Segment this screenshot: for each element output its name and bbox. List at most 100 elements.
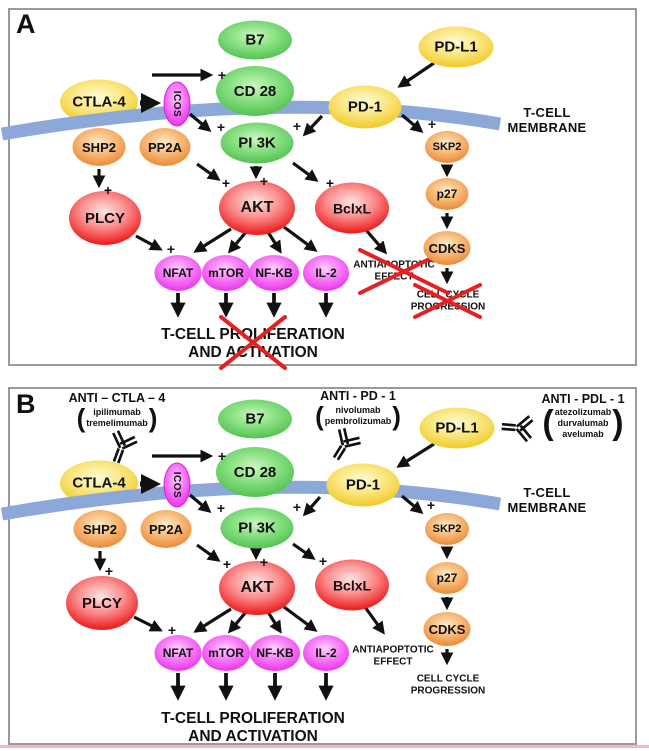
plus-sign: + xyxy=(259,173,269,189)
paren-close: ) xyxy=(612,404,624,442)
paren-close: ) xyxy=(148,403,158,433)
node-mtor-a: mTOR xyxy=(202,255,250,291)
node-icos-b: ICOS xyxy=(163,462,191,508)
node-label: AKT xyxy=(240,199,274,216)
node-ctla4-a: CTLA-4 xyxy=(60,79,138,125)
paren-close: ) xyxy=(392,401,401,431)
drug-name: nivolumab xyxy=(335,405,381,415)
node-skp2-b: SKP2 xyxy=(425,513,469,545)
node-label: p27 xyxy=(436,187,458,201)
antiapoptotic-effect-a: ANTIAPOPTOTIC EFFECT xyxy=(353,260,434,283)
node-bclxl-b: BclxL xyxy=(315,559,389,611)
node-mtor-b: mTOR xyxy=(202,635,250,671)
membrane-line1: T-CELL xyxy=(523,105,571,120)
node-b7-a: B7 xyxy=(218,20,292,60)
figure-bottom-edge xyxy=(0,745,649,748)
membrane-line2: MEMBRANE xyxy=(507,500,587,515)
node-label: IL-2 xyxy=(315,646,337,660)
plus-sign: + xyxy=(292,499,302,515)
cell-cycle-progression-b: CELL CYCLE PROGRESSION xyxy=(411,674,485,697)
node-cd28-a: CD 28 xyxy=(216,66,294,116)
node-shp2-b: SHP2 xyxy=(73,510,127,548)
node-label: NF-KB xyxy=(255,266,293,280)
node-nfat-a: NFAT xyxy=(154,255,202,291)
node-label: PLCY xyxy=(81,594,122,612)
node-label: BclxL xyxy=(332,577,372,593)
node-label: CDKS xyxy=(428,621,466,637)
node-il2-b: IL-2 xyxy=(303,635,349,671)
node-nfkb-b: NF-KB xyxy=(250,635,300,671)
membrane-line1: T-CELL xyxy=(523,485,571,500)
plus-sign: + xyxy=(104,563,114,579)
node-label: mTOR xyxy=(208,646,244,660)
anti-ctla4-title: ANTI – CTLA – 4 xyxy=(68,391,166,405)
outcome-line: PROGRESSION xyxy=(410,301,486,312)
node-label: SKP2 xyxy=(432,523,462,535)
outcome-line: AND ACTIVATION xyxy=(188,728,318,745)
node-label: NFAT xyxy=(162,266,194,280)
cell-cycle-progression-a: CELL CYCLE PROGRESSION xyxy=(411,290,485,313)
node-label: ICOS xyxy=(171,471,183,499)
node-label: CDKS xyxy=(428,240,466,256)
node-nfat-b: NFAT xyxy=(154,635,202,671)
node-label: CTLA-4 xyxy=(72,474,126,492)
plus-sign: + xyxy=(103,182,113,198)
node-label: BclxL xyxy=(332,200,372,216)
plus-sign: + xyxy=(217,67,227,83)
plus-sign: + xyxy=(325,175,335,191)
node-pi3k-a: PI 3K xyxy=(220,122,294,164)
node-cdks-b: CDKS xyxy=(423,612,471,646)
plus-sign: + xyxy=(427,116,437,132)
node-akt-b: AKT xyxy=(219,561,295,615)
node-skp2-a: SKP2 xyxy=(425,131,469,163)
anti-ctla4-annotation: ANTI – CTLA – 4 ( ipilimumab tremelimuma… xyxy=(69,391,166,431)
outcome-line: T-CELL PROLIFERATION xyxy=(161,326,345,343)
membrane-label-b: T-CELL MEMBRANE xyxy=(508,485,587,515)
outcome-line: PROGRESSION xyxy=(410,685,486,696)
node-label: B7 xyxy=(245,31,265,49)
node-label: CD 28 xyxy=(233,463,277,481)
anti-pd1-annotation: ANTI - PD - 1 ( nivolumab pembrolizumab … xyxy=(315,389,401,429)
plus-sign: + xyxy=(318,553,328,569)
node-b7-b: B7 xyxy=(218,399,292,439)
node-label: SHP2 xyxy=(83,521,117,537)
node-label: NFAT xyxy=(162,646,194,660)
node-label: CD 28 xyxy=(233,82,277,100)
node-shp2-a: SHP2 xyxy=(72,128,126,166)
plus-sign: + xyxy=(426,497,436,513)
antiapoptotic-effect-b: ANTIAPOPTOTIC EFFECT xyxy=(352,645,433,668)
node-label: PI 3K xyxy=(238,134,276,152)
node-label: PD-1 xyxy=(345,476,381,494)
outcome-line: CELL CYCLE xyxy=(416,673,480,685)
node-label: NF-KB xyxy=(256,646,294,660)
node-label: SHP2 xyxy=(82,139,116,155)
node-bclxl-a: BclxL xyxy=(315,182,389,234)
node-label: PD-L1 xyxy=(435,419,479,437)
node-pdl1-b: PD-L1 xyxy=(419,407,495,449)
drug-name: pembrolizumab xyxy=(324,416,392,426)
node-pd1-a: PD-1 xyxy=(328,85,402,129)
node-p27-b: p27 xyxy=(425,562,469,594)
node-label: PP2A xyxy=(149,521,183,537)
node-p27-a: p27 xyxy=(425,178,469,210)
plus-sign: + xyxy=(167,622,177,638)
panel-a-label: A xyxy=(16,9,36,39)
panel-b-label: B xyxy=(16,389,36,419)
node-label: CTLA-4 xyxy=(72,93,126,111)
node-cd28-b: CD 28 xyxy=(216,447,294,497)
node-label: AKT xyxy=(240,579,274,596)
node-label: IL-2 xyxy=(315,266,337,280)
node-label: PD-L1 xyxy=(434,38,478,56)
node-label: SKP2 xyxy=(432,141,462,153)
outcome-line: EFFECT xyxy=(373,656,413,667)
drug-name: avelumab xyxy=(562,428,604,439)
node-label: p27 xyxy=(436,571,458,585)
node-label: PLCY xyxy=(84,209,125,227)
outcome-line: ANTIAPOPTOTIC xyxy=(352,644,434,656)
anti-pdl1-title: ANTI - PDL - 1 xyxy=(541,392,625,406)
drug-name: tremelimumab xyxy=(86,418,148,428)
node-pp2a-a: PP2A xyxy=(139,128,191,166)
plus-sign: + xyxy=(216,500,226,516)
drug-name: ipilimumab xyxy=(93,407,141,417)
